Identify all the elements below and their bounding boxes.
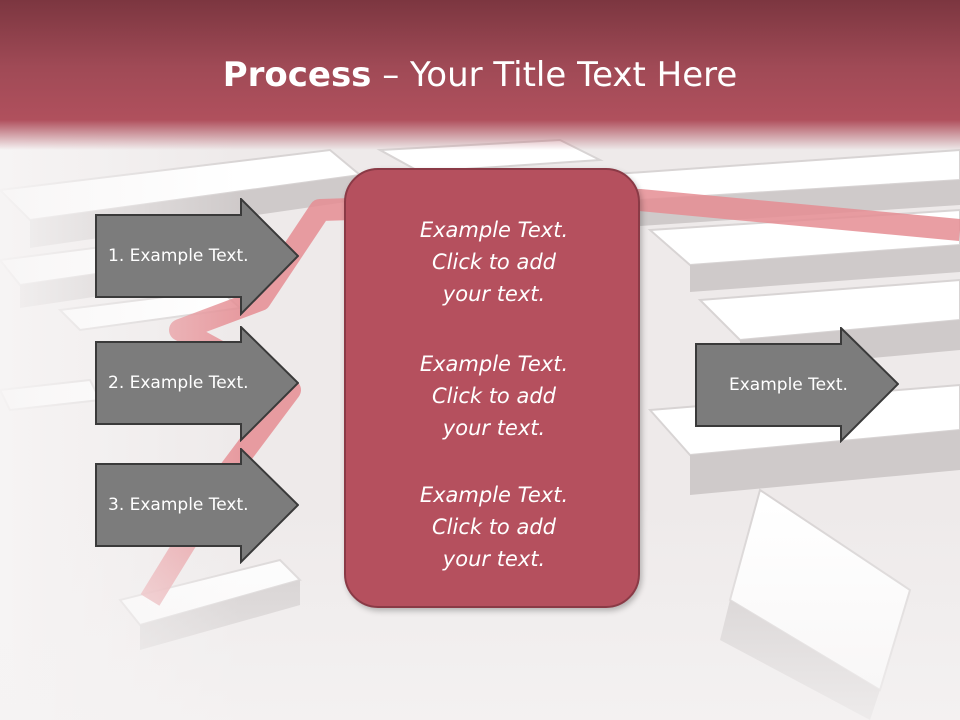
arrow-right-shape [95, 326, 299, 442]
arrow-right-shape [95, 448, 299, 564]
center-text-block-3: Example Text. Click to add your text. [346, 479, 642, 575]
center-text-block-2: Example Text. Click to add your text. [346, 348, 642, 444]
center-text-box[interactable]: Example Text. Click to add your text. Ex… [344, 168, 640, 608]
center-text-3-line-3: your text. [442, 547, 546, 571]
right-arrow[interactable]: Example Text. [695, 327, 899, 443]
left-arrow-1-label: 1. Example Text. [108, 246, 249, 266]
center-text-2-line-2: Click to add [431, 384, 556, 408]
title-rest-part: – Your Title Text Here [371, 55, 738, 95]
center-text-3-line-2: Click to add [431, 515, 556, 539]
center-text-1-line-1: Example Text. [419, 218, 569, 242]
left-arrow-3[interactable]: 3. Example Text. [95, 448, 299, 564]
center-text-1-line-2: Click to add [431, 250, 556, 274]
center-text-block-1: Example Text. Click to add your text. [346, 214, 642, 310]
right-arrow-label: Example Text. [729, 375, 848, 395]
center-text-1-line-3: your text. [442, 282, 546, 306]
left-arrow-3-label: 3. Example Text. [108, 495, 249, 515]
slide-title[interactable]: Process – Your Title Text Here [0, 52, 960, 98]
arrow-right-shape [95, 198, 299, 316]
center-text-3-line-1: Example Text. [419, 483, 569, 507]
arrow-right-shape [695, 327, 899, 443]
center-text-2-line-1: Example Text. [419, 352, 569, 376]
left-arrow-2-label: 2. Example Text. [108, 373, 249, 393]
title-banner [0, 0, 960, 150]
left-arrow-2[interactable]: 2. Example Text. [95, 326, 299, 442]
title-bold-part: Process [222, 55, 372, 95]
center-text-2-line-3: your text. [442, 416, 546, 440]
left-arrow-1[interactable]: 1. Example Text. [95, 198, 299, 316]
